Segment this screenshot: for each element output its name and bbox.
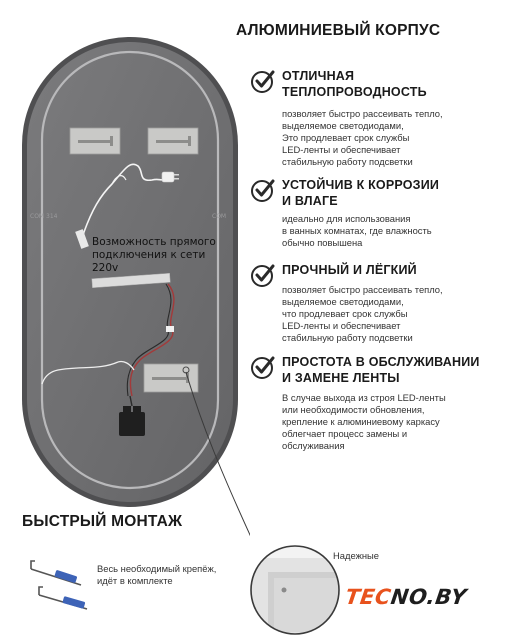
feature-description: позволяет быстро рассеивать тепло, выдел… — [282, 108, 443, 167]
power-plug — [161, 171, 179, 183]
reliable-text: Надежные — [333, 550, 379, 561]
feature-title: ПРОСТОТА В ОБСЛУЖИВАНИИ И ЗАМЕНЕ ЛЕНТЫ — [282, 355, 480, 385]
feature-description: В случае выхода из строя LED-ленты или н… — [282, 392, 446, 451]
mirror-back-drawing: СОМ 314 СОМ — [22, 37, 250, 537]
svg-text:СОМ: СОМ — [212, 213, 226, 220]
check-icon — [251, 70, 275, 93]
led-driver — [75, 229, 171, 288]
mounting-bolts-icon — [30, 560, 88, 610]
feature-title: ОТЛИЧНАЯ ТЕПЛОПРОВОДНОСТЬ — [282, 69, 427, 99]
power-cable — [83, 163, 165, 233]
top-left-bracket — [69, 127, 121, 155]
feature-description: идеально для использования в ванных комн… — [282, 213, 432, 248]
bottom-bracket — [143, 363, 199, 393]
feature-title: УСТОЙЧИВ К КОРРОЗИИ И ВЛАГЕ — [282, 178, 440, 208]
brand-logo: TECNO.BY — [343, 585, 507, 615]
connector-box — [119, 406, 145, 436]
quick-mount-title: БЫСТРЫЙ МОНТАЖ — [22, 513, 183, 530]
logo-part-2: NO.BY — [389, 585, 469, 609]
feature-description: позволяет быстро рассеивать тепло, выдел… — [282, 284, 443, 343]
red-wire — [129, 283, 175, 397]
check-icon — [251, 264, 275, 287]
led-strip — [40, 50, 220, 490]
check-icon — [251, 356, 275, 379]
pointer-line — [185, 371, 250, 537]
check-icon — [251, 179, 275, 202]
mounting-kit: Весь необходимый крепёж, идёт в комплект… — [25, 555, 245, 615]
mounting-kit-text: Весь необходимый крепёж, идёт в комплект… — [97, 563, 217, 586]
logo-part-1: TEC — [343, 585, 393, 609]
svg-text:СОМ 314: СОМ 314 — [30, 213, 58, 220]
feature-title: ПРОЧНЫЙ И ЛЁГКИЙ — [282, 263, 417, 277]
direct-connection-line-2: подключения к сети 220v — [92, 249, 206, 274]
page-title: АЛЮМИНИЕВЫЙ КОРПУС — [236, 22, 441, 39]
top-right-bracket — [147, 127, 199, 155]
direct-connection-line-1: Возможность прямого — [92, 236, 216, 248]
direct-connection-label: Возможность прямого подключения к сети 2… — [92, 236, 227, 275]
mirror-illustration: СОМ 314 СОМ — [0, 0, 250, 545]
detail-zoom-circle — [250, 545, 340, 635]
